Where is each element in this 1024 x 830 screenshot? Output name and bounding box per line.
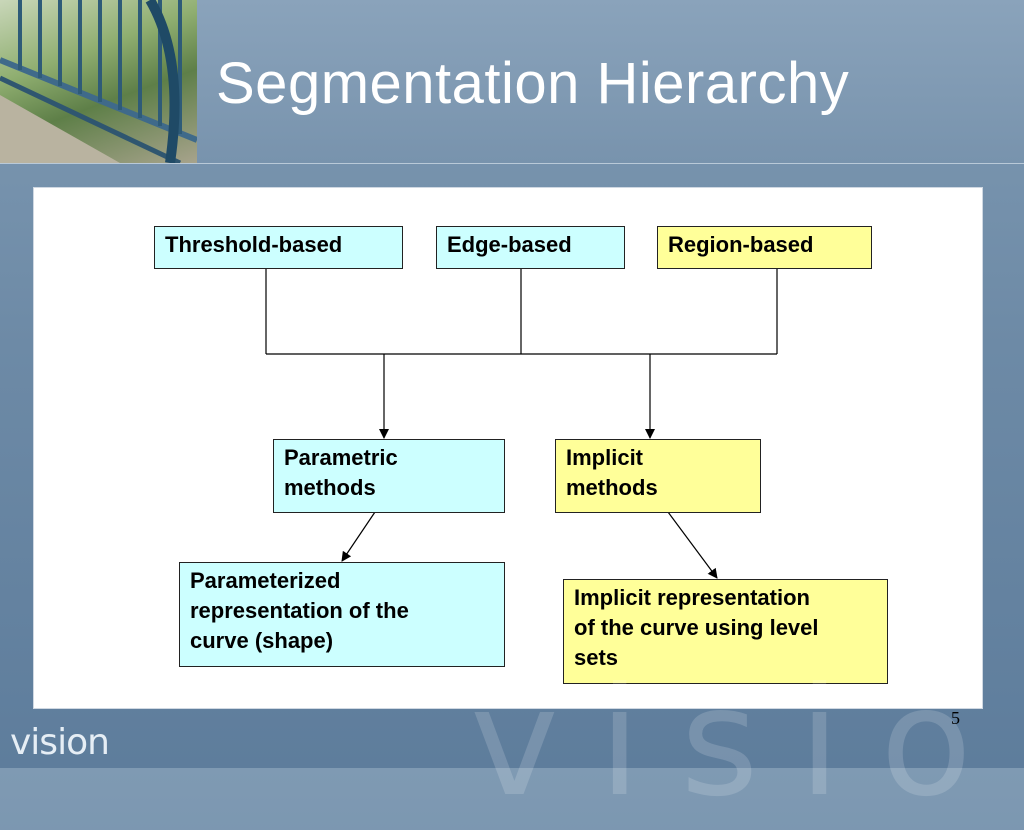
vision-logo: vision bbox=[10, 722, 110, 763]
vision-watermark: vision bbox=[470, 656, 1024, 830]
parameterized-representation-box: Parameterized representation of the curv… bbox=[179, 562, 505, 667]
threshold-based-box: Threshold-based bbox=[154, 226, 403, 269]
header-bar: Segmentation Hierarchy bbox=[0, 0, 1024, 164]
connector-lines bbox=[265, 268, 778, 579]
arrow-to-implicit-rep bbox=[667, 511, 718, 579]
header-photo bbox=[0, 0, 197, 163]
diagram-panel: Threshold-based Edge-based Region-based … bbox=[33, 187, 983, 709]
region-based-box: Region-based bbox=[657, 226, 872, 269]
edge-based-box: Edge-based bbox=[436, 226, 625, 269]
arrow-to-parameterized bbox=[341, 511, 376, 562]
implicit-representation-box: Implicit representation of the curve usi… bbox=[563, 579, 888, 684]
implicit-methods-box: Implicit methods bbox=[555, 439, 761, 513]
slide-title: Segmentation Hierarchy bbox=[216, 51, 850, 116]
parametric-methods-box: Parametric methods bbox=[273, 439, 505, 513]
bridge-railing-image bbox=[0, 0, 197, 163]
page-number: 5 bbox=[951, 708, 960, 728]
